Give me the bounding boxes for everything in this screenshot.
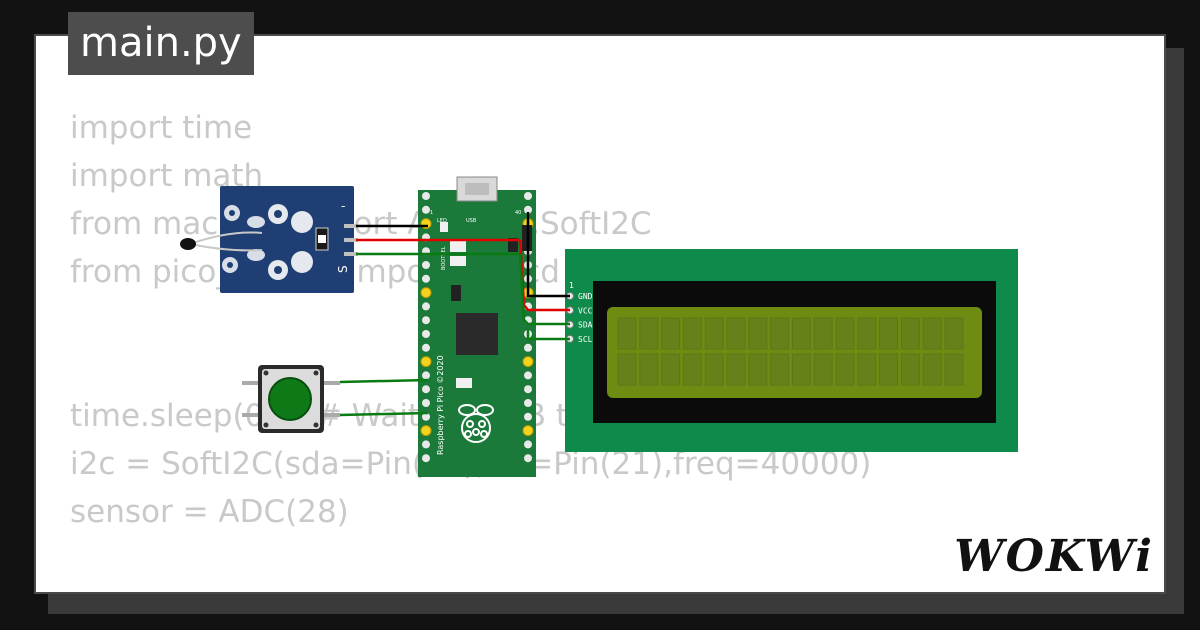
pico-pin-pad[interactable] bbox=[524, 343, 532, 352]
lcd-pin-label: GND bbox=[578, 292, 593, 301]
sensor-s-label: S bbox=[336, 265, 350, 273]
pico-silkscreen: Raspberry Pi Pico ©2020 bbox=[436, 355, 445, 455]
pico-pin-pad[interactable] bbox=[422, 302, 430, 311]
lcd-character-cell bbox=[922, 353, 942, 386]
lcd-character-cell bbox=[900, 317, 920, 350]
lcd-character-cell bbox=[617, 353, 637, 386]
lcd-character-cell bbox=[617, 317, 637, 350]
pico-pin-pad[interactable] bbox=[524, 399, 532, 407]
pico-pin-pad[interactable] bbox=[524, 454, 532, 463]
pico-pin-pad[interactable] bbox=[524, 371, 532, 380]
pico-pin-pad[interactable] bbox=[524, 385, 532, 394]
lcd-character-cell bbox=[879, 353, 899, 386]
lcd-character-cell bbox=[922, 317, 942, 350]
lcd-character-cell bbox=[835, 353, 855, 386]
lcd-1602-display[interactable]: 1 GND VCC SDA SCL bbox=[565, 249, 1018, 452]
raspberry-logo-icon bbox=[458, 404, 494, 443]
pico-led-label: LED bbox=[437, 218, 447, 224]
lcd-character-cell bbox=[639, 353, 659, 386]
lcd-character-cell bbox=[791, 353, 811, 386]
lcd-pin-label: VCC bbox=[578, 306, 593, 315]
pico-pin-pad[interactable] bbox=[422, 399, 430, 407]
pico-pin-pad[interactable] bbox=[524, 412, 532, 421]
filename-tab[interactable]: main.py bbox=[68, 12, 254, 75]
lcd-character-cell bbox=[770, 353, 790, 386]
lcd-character-cell bbox=[726, 353, 746, 386]
pico-pin-pad[interactable] bbox=[422, 261, 430, 269]
pico-pin-pad[interactable] bbox=[422, 371, 430, 380]
lcd-character-cell bbox=[900, 353, 920, 386]
wires bbox=[339, 212, 570, 417]
pico-pin-pad[interactable] bbox=[422, 274, 430, 283]
pico-pin-pad[interactable] bbox=[422, 343, 430, 352]
lcd-character-cell bbox=[791, 317, 811, 350]
pico-pin-pad[interactable] bbox=[422, 385, 430, 394]
lcd-character-cell bbox=[682, 353, 702, 386]
lcd-pin-number: 1 bbox=[569, 281, 574, 290]
pico-usb-label: USB bbox=[466, 218, 477, 224]
temperature-sensor-module[interactable]: - S bbox=[180, 186, 358, 293]
lcd-character-cell bbox=[857, 317, 877, 350]
pico-pin-pad[interactable] bbox=[522, 356, 534, 368]
lcd-character-cell bbox=[770, 317, 790, 350]
lcd-character-cell bbox=[944, 353, 964, 386]
lcd-pin-label: SCL bbox=[578, 335, 593, 344]
pico-pin-pad[interactable] bbox=[522, 425, 534, 437]
pico-pin-pad[interactable] bbox=[420, 356, 432, 368]
code-line: import time bbox=[70, 110, 253, 146]
lcd-character-cell bbox=[944, 317, 964, 350]
lcd-character-cell bbox=[879, 317, 899, 350]
lcd-character-cell bbox=[704, 317, 724, 350]
pico-pin-pad[interactable] bbox=[524, 205, 532, 214]
lcd-character-cell bbox=[748, 353, 768, 386]
pico-pin-pad[interactable] bbox=[524, 192, 532, 200]
raspberry-pi-pico[interactable]: LED USB 1 40 BOOTSEL Raspberry Pi Pico ©… bbox=[418, 176, 536, 477]
pico-bootsel-label: BOOTSEL bbox=[441, 246, 447, 270]
pico-pin-1: 1 bbox=[430, 210, 433, 216]
wokwi-logo: WOKWi bbox=[954, 531, 1154, 582]
pico-pin-pad[interactable] bbox=[422, 454, 430, 463]
lcd-character-cell bbox=[748, 317, 768, 350]
lcd-character-cell bbox=[813, 317, 833, 350]
push-button[interactable] bbox=[242, 365, 340, 433]
lcd-character-cell bbox=[835, 317, 855, 350]
lcd-character-cell bbox=[813, 353, 833, 386]
pico-pin-pad[interactable] bbox=[524, 440, 532, 449]
lcd-character-cell bbox=[726, 317, 746, 350]
pico-pin-pad[interactable] bbox=[422, 205, 430, 214]
pico-pin-pad[interactable] bbox=[422, 330, 430, 338]
pico-pin-pad[interactable] bbox=[422, 440, 430, 449]
pico-pin-pad[interactable] bbox=[422, 192, 430, 200]
lcd-character-cell bbox=[704, 353, 724, 386]
pico-pin-40: 40 bbox=[515, 210, 521, 216]
code-line: sensor = ADC(28) bbox=[70, 494, 349, 530]
lcd-character-cell bbox=[661, 317, 681, 350]
sensor-minus-label: - bbox=[341, 199, 345, 213]
lcd-character-cell bbox=[639, 317, 659, 350]
lcd-character-cell bbox=[857, 353, 877, 386]
pico-pin-pad[interactable] bbox=[420, 425, 432, 437]
code-line: lcd = I2cLcd(i2c, 39, 2, 16) bbox=[70, 590, 488, 592]
pico-pin-pad[interactable] bbox=[422, 412, 430, 421]
lcd-pin-label: SDA bbox=[578, 321, 593, 330]
lcd-character-cell bbox=[682, 317, 702, 350]
pico-pin-pad[interactable] bbox=[420, 287, 432, 299]
lcd-character-cell bbox=[661, 353, 681, 386]
pico-pin-pad[interactable] bbox=[422, 316, 430, 325]
